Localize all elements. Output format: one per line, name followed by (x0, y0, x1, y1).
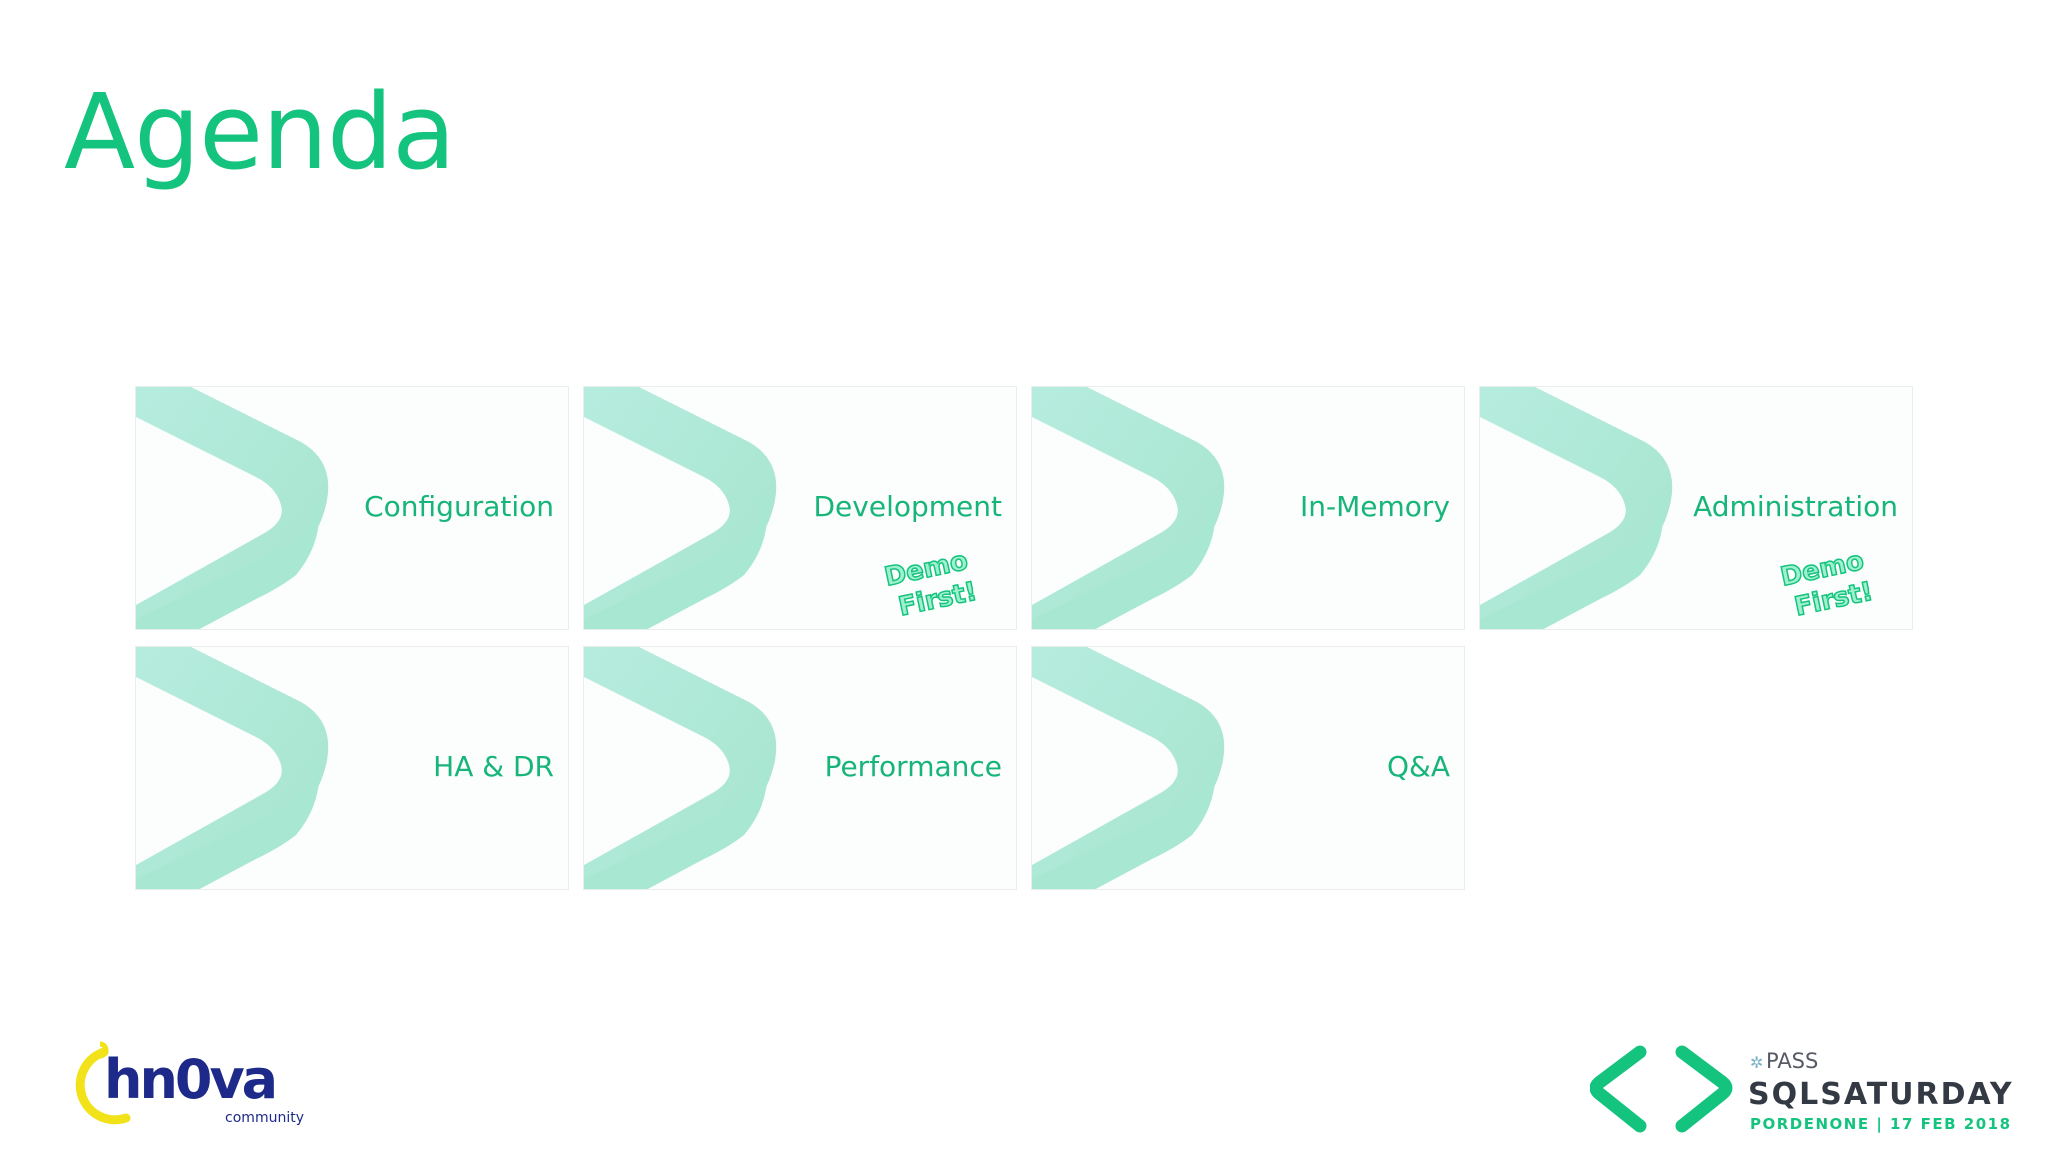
tile-label: Development (813, 490, 1003, 523)
demo-first-stamp: Demo First! (1777, 547, 1876, 617)
chevron-right-icon (584, 647, 777, 889)
agenda-tile-in-memory[interactable]: In-Memory (1031, 386, 1465, 630)
tile-label: Performance (824, 750, 1002, 783)
chevron-right-icon (1480, 387, 1673, 629)
tile-label: HA & DR (433, 750, 554, 783)
yellow-arc-icon (75, 1047, 131, 1125)
chevron-right-icon (136, 647, 329, 889)
innova-community-logo: hn0va community (75, 1041, 304, 1126)
pass-label: PASS (1766, 1049, 1818, 1073)
agenda-tile-configuration[interactable]: Configuration (135, 386, 569, 630)
agenda-tile-administration[interactable]: Administration Demo First! (1479, 386, 1913, 630)
logo-wordmark: hn0va (104, 1048, 275, 1111)
angle-brackets-icon (1590, 1045, 1733, 1133)
page-title: Agenda (64, 71, 456, 193)
pass-star-icon: ✲ (1750, 1053, 1763, 1072)
tile-label: Q&A (1386, 750, 1450, 783)
chevron-right-icon (584, 387, 777, 629)
chevron-right-icon (1032, 387, 1225, 629)
sqlsaturday-label: SQLSATURDAY (1748, 1077, 2014, 1112)
agenda-tile-performance[interactable]: Performance (583, 646, 1017, 890)
sqlsaturday-logo: ✲ PASS SQLSATURDAY PORDENONE | 17 FEB 20… (1590, 1045, 2014, 1134)
tile-label: Configuration (364, 490, 554, 523)
tile-label: In-Memory (1300, 490, 1450, 523)
chevron-right-icon (1032, 647, 1225, 889)
chevron-right-icon (136, 387, 329, 629)
agenda-tile-ha-dr[interactable]: HA & DR (135, 646, 569, 890)
tile-label: Administration (1693, 490, 1898, 523)
event-tagline: PORDENONE | 17 FEB 2018 (1750, 1115, 2012, 1134)
demo-first-stamp: Demo First! (881, 547, 980, 617)
yellow-dot-icon (99, 1041, 109, 1059)
agenda-tile-development[interactable]: Development Demo First! (583, 386, 1017, 630)
logo-subtext: community (225, 1110, 304, 1126)
agenda-tile-qa[interactable]: Q&A (1031, 646, 1465, 890)
